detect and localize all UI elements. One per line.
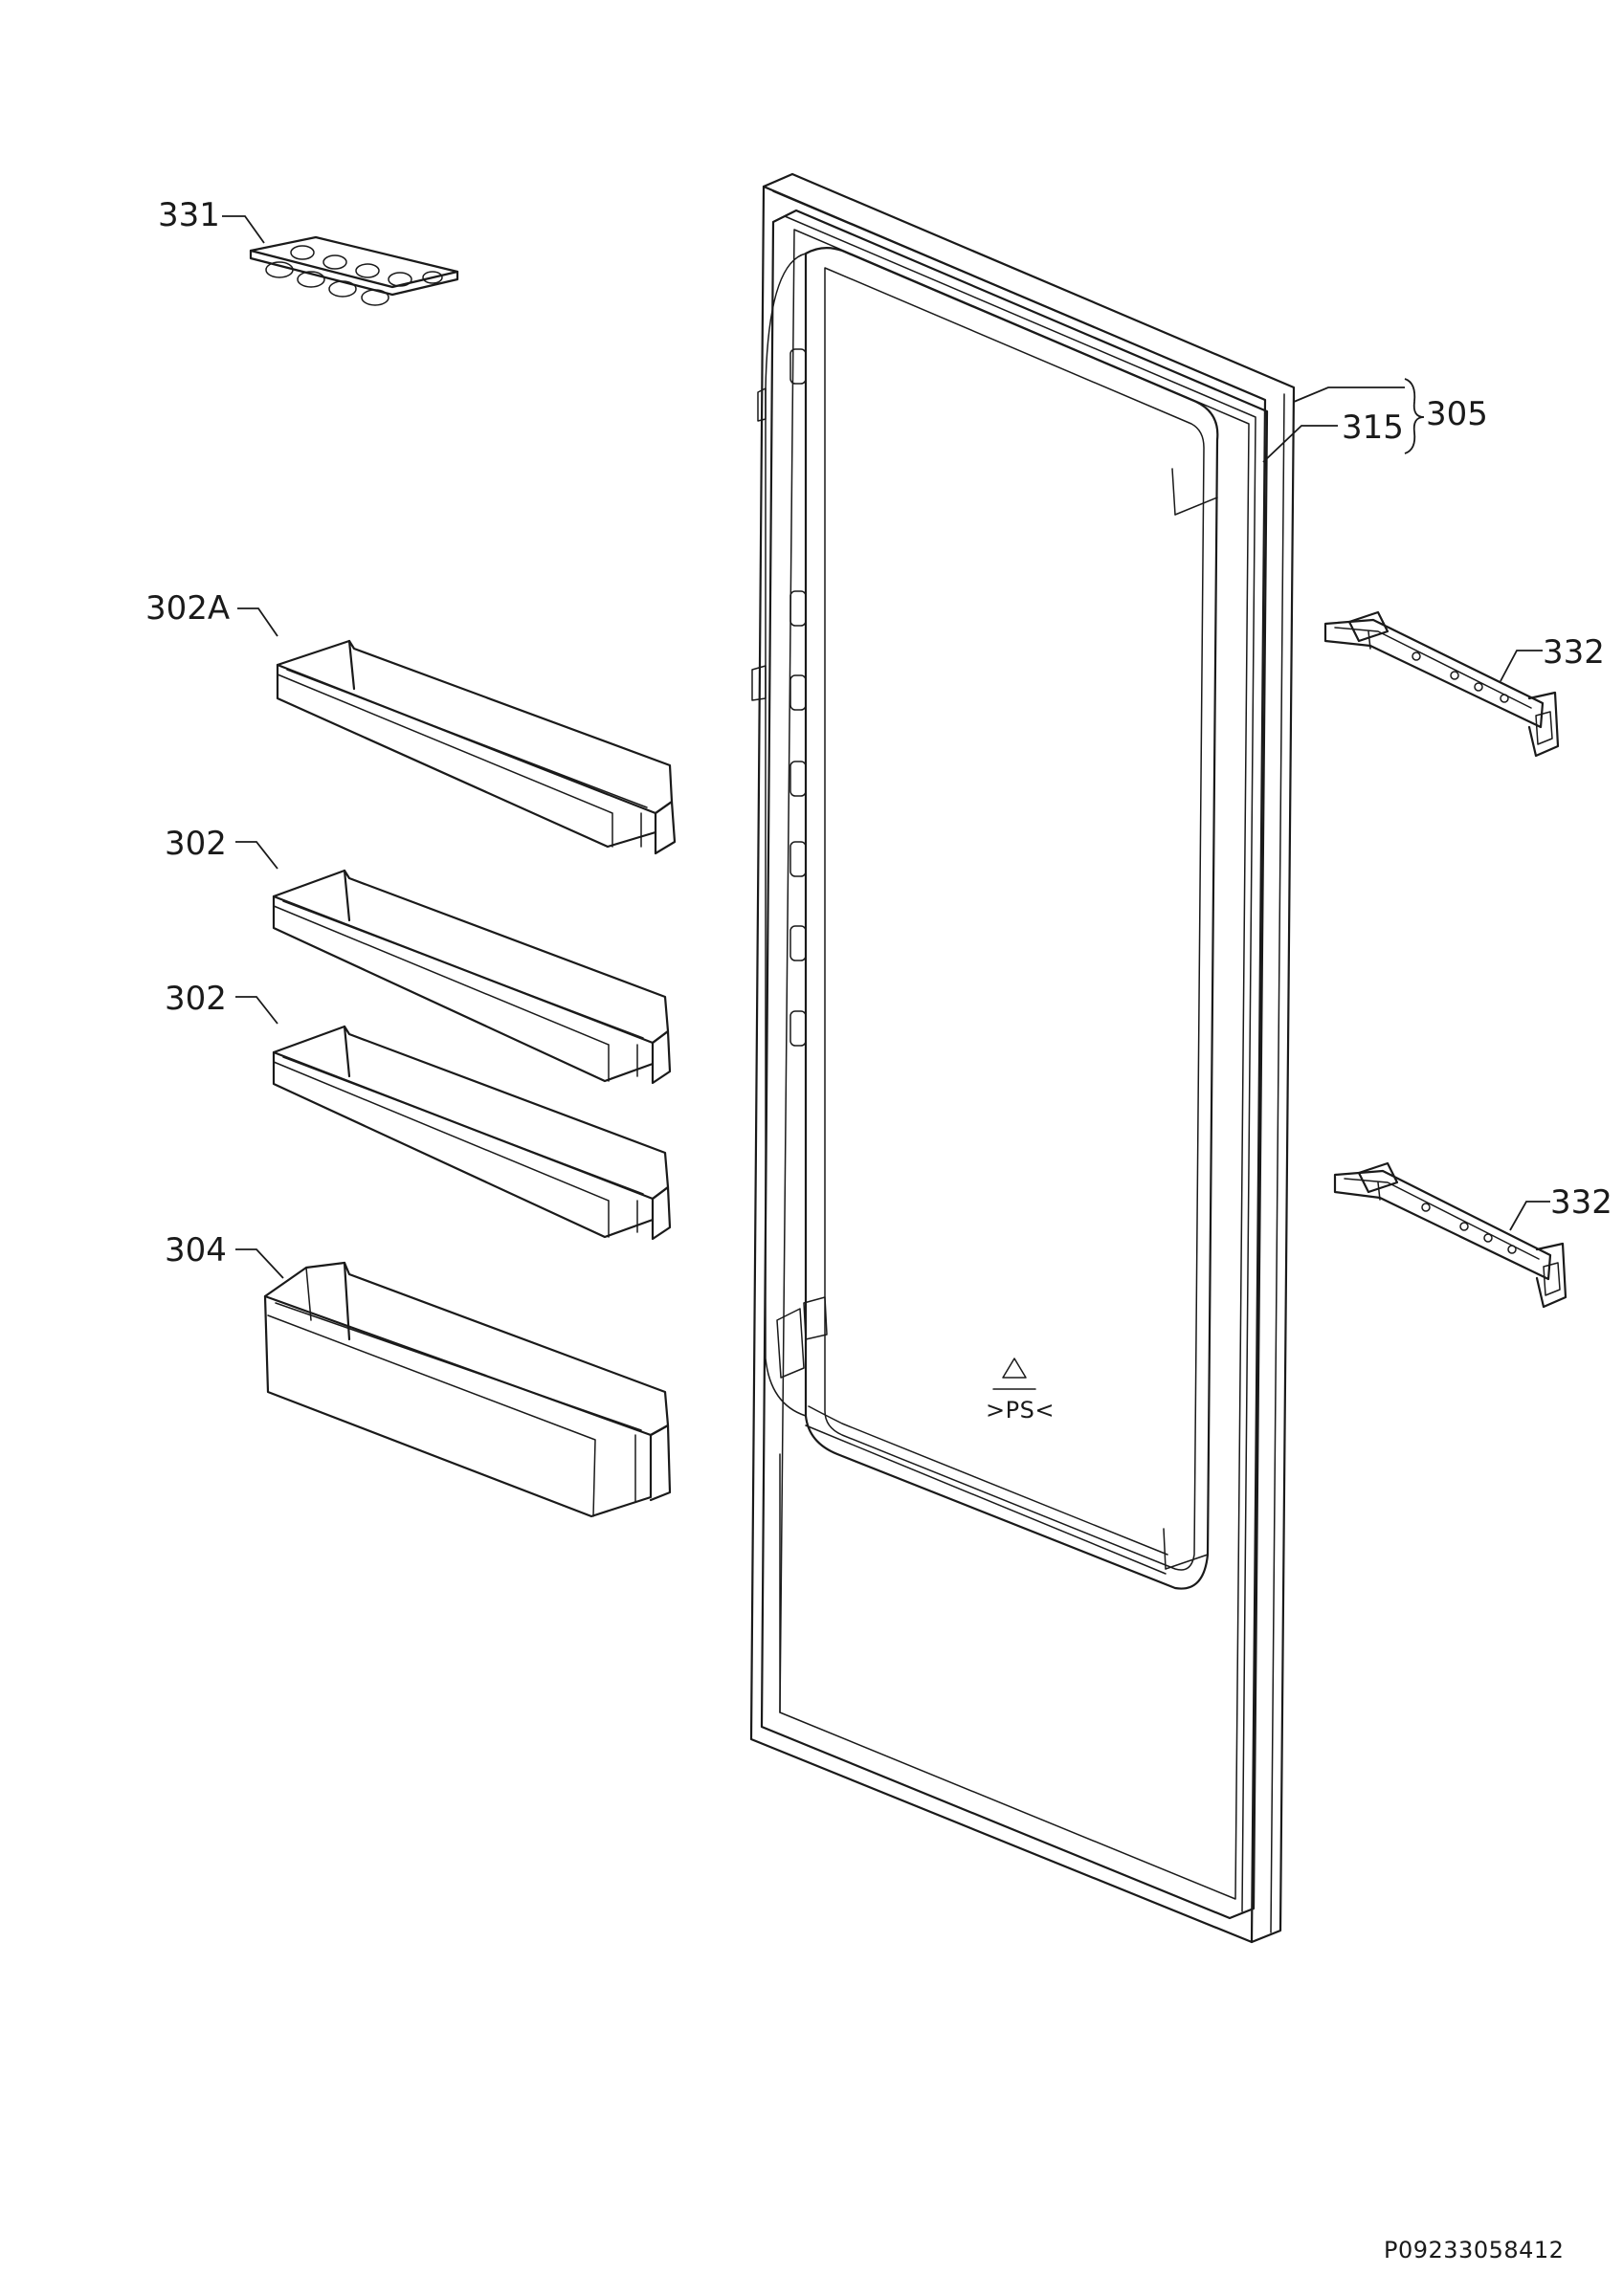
door-shelf-302-2 [272,1025,672,1241]
recycle-mark: >PS< [986,1358,1055,1424]
leader-302A [237,607,278,637]
svg-text:>PS<: >PS< [986,1397,1055,1424]
label-302-1: 302 [165,825,227,863]
label-302A: 302A [145,589,230,628]
hinge-332-lower [1333,1161,1567,1309]
label-302-2: 302 [165,980,227,1018]
leader-305 [1293,386,1405,403]
label-332-lower: 332 [1550,1183,1612,1222]
leader-302-1 [235,841,278,870]
leader-304 [235,1248,284,1279]
label-315: 315 [1342,408,1404,447]
label-332-upper: 332 [1543,633,1605,672]
leader-331 [222,215,265,244]
brace-305 [1404,378,1425,454]
door-assembly: >PS< [749,172,1296,1944]
door-shelf-302A [276,639,677,855]
door-shelf-302-1 [272,869,672,1085]
drawing-code: P09233058412 [1384,2237,1564,2263]
label-304: 304 [165,1231,227,1269]
leader-332-upper [1500,650,1543,682]
bottle-shelf-304 [263,1261,672,1518]
hinge-332-upper [1323,610,1560,758]
leader-302-2 [235,996,278,1025]
label-331: 331 [158,196,220,234]
leader-315 [1262,425,1338,463]
label-305: 305 [1426,395,1488,433]
leader-332-lower [1509,1201,1550,1231]
egg-tray-331 [249,235,459,306]
